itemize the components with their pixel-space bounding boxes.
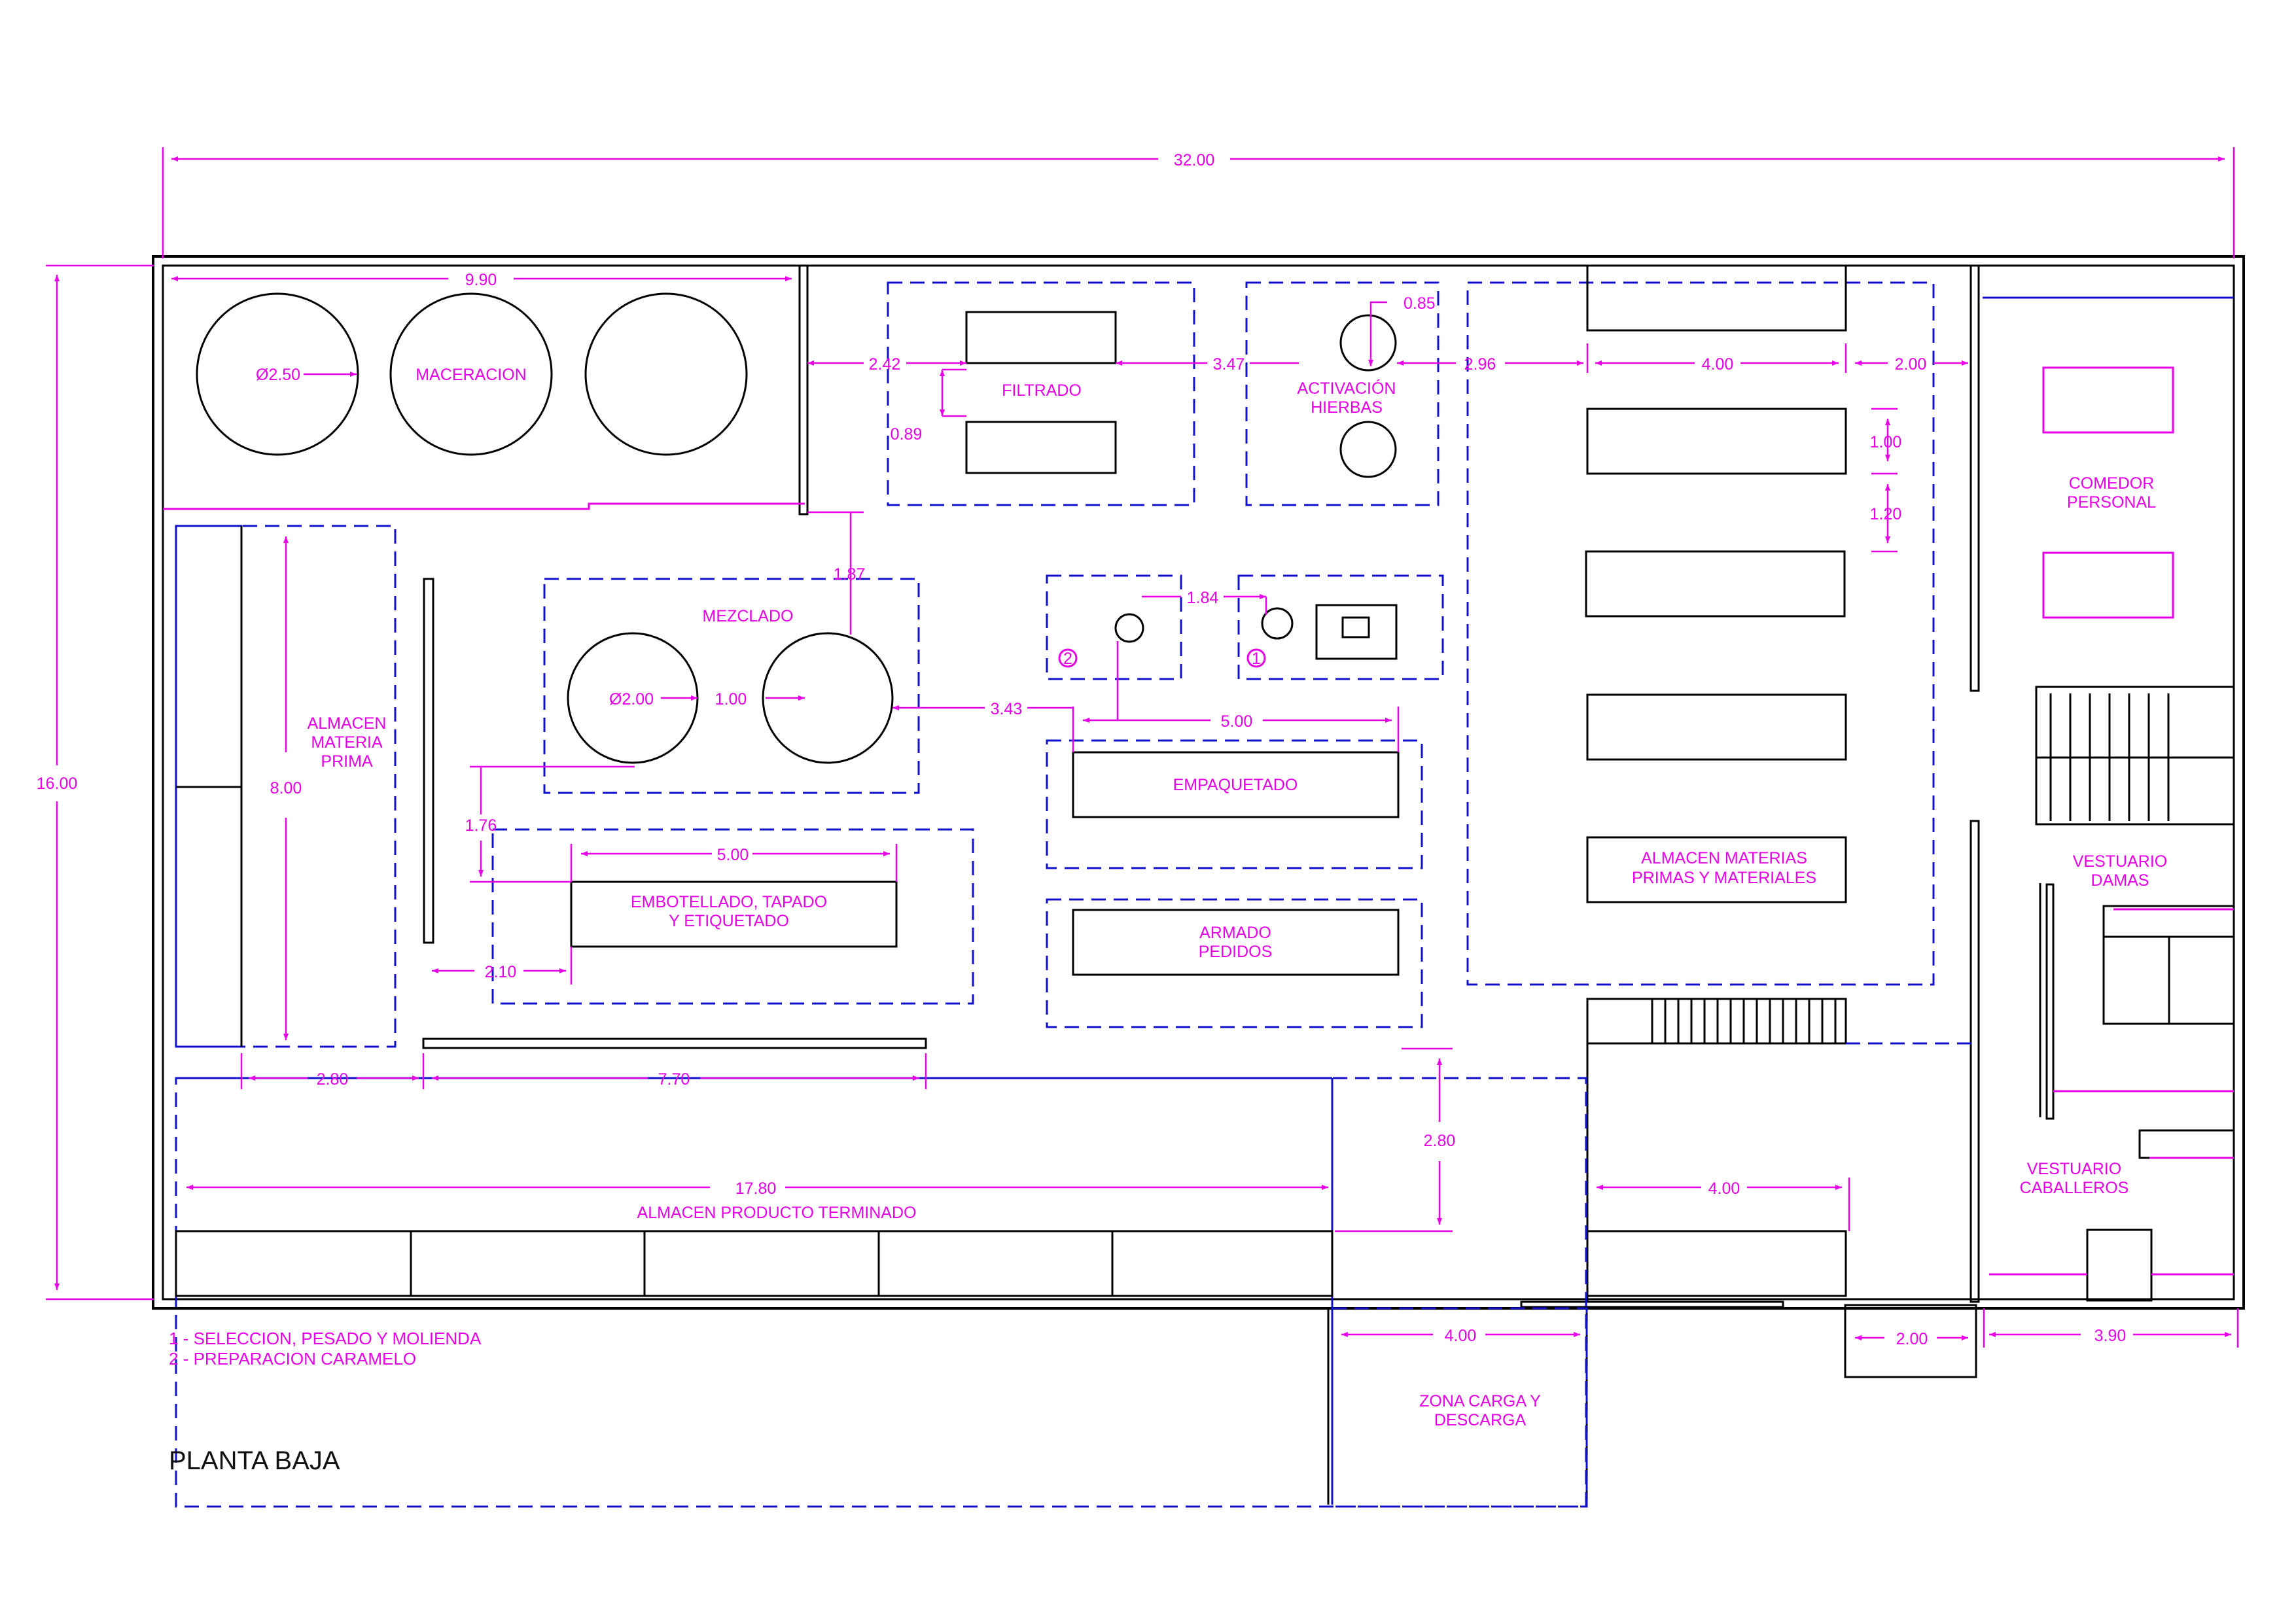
dim-0-89: 0.89 [891,425,923,444]
overall-dimensions: 32.00 9.90 16.00 [37,147,2235,1300]
dim-0-85: 0.85 [1404,294,1436,313]
dim-mixer-gap: 1.00 [715,690,747,708]
embotellado-area: EMBOTELLADO, TAPADO Y ETIQUETADO 5.00 1.… [432,765,974,1005]
zone-label-embotellado-2: Y ETIQUETADO [669,912,789,930]
zone-label-maceracion: MACERACION [415,366,526,384]
dim-7-70: 7.70 [658,1070,690,1089]
mezclado-area: MEZCLADO Ø2.00 1.00 1.87 [543,511,920,794]
dim-3-47: 3.47 [1213,355,1245,374]
maceration-tank-1 [196,292,359,456]
zone-label-comedor-2: PERSONAL [2067,493,2156,512]
vestuarios-area: VESTUARIO DAMAS VESTUARIO CABALLEROS [1989,686,2235,1302]
dim-1-76: 1.76 [465,816,497,835]
dim-17-80: 17.80 [735,1179,777,1198]
zone-label-vest-damas-2: DAMAS [2091,871,2149,890]
maceration-tank-3 [584,292,748,456]
dim-maceracion-width: 9.90 [465,271,497,289]
dim-2-10: 2.10 [485,963,517,981]
zone-label-activacion-2: HIERBAS [1311,398,1383,417]
drawing-title: PLANTA BAJA [169,1446,340,1475]
marker-2: 2 [1063,650,1072,668]
marker-1: 1 [1252,650,1261,668]
zone-label-embotellado-1: EMBOTELLADO, TAPADO [631,893,827,911]
zone-label-vest-damas-1: VESTUARIO [2073,852,2167,871]
dim-shelf-1-00: 1.00 [1870,433,1902,451]
zone-label-vest-cab-2: CABALLEROS [2020,1179,2129,1197]
zone-label-almacen-mp-1: ALMACEN [308,714,387,733]
zone-label-almacen-mat-2: PRIMAS Y MATERIALES [1632,869,1816,887]
zone-label-almacen-pt: ALMACEN PRODUCTO TERMINADO [637,1204,917,1222]
dim-2-96: 2.96 [1464,355,1496,374]
dim-1-84: 1.84 [1187,589,1219,607]
zone-label-zona-carga-1: ZONA CARGA Y [1419,1392,1541,1410]
legend: 1 - SELECCION, PESADO Y MOLIENDA 2 - PRE… [169,1329,482,1369]
zone-label-activacion-1: ACTIVACIÓN [1298,379,1396,398]
zone-label-empaquetado: EMPAQUETADO [1173,776,1298,794]
dim-1-87: 1.87 [834,565,866,584]
zone-label-filtrado: FILTRADO [1002,381,1082,400]
zone-label-zona-carga-2: DESCARGA [1434,1411,1527,1429]
zone-label-vest-cab-1: VESTUARIO [2027,1160,2121,1178]
comedor-area: COMEDOR PERSONAL [2042,366,2174,619]
dim-8-00: 8.00 [270,779,302,797]
top-dimensions: 2.42 3.47 2.96 4.00 2.00 [807,343,1968,374]
dim-tank-diameter: Ø2.50 [256,366,300,384]
dim-total-height: 16.00 [37,775,78,793]
dim-2-42: 2.42 [869,355,901,374]
dim-4-00-mid: 4.00 [1708,1179,1740,1198]
dim-2-80-v: 2.80 [1424,1132,1456,1150]
zone-label-almacen-mat-1: ALMACEN MATERIAS [1641,849,1807,867]
empaquetado-area: EMPAQUETADO ARMADO PEDIDOS 5.00 3.43 [892,641,1423,1028]
building-walls [152,255,2245,1505]
zone-label-mezclado: MEZCLADO [703,607,794,625]
zona-carga-area: 4.00 ZONA CARGA Y DESCARGA 2.00 3.90 [1331,1307,2239,1508]
legend-item-1: 1 - SELECCION, PESADO Y MOLIENDA [169,1329,482,1348]
activacion-area: ACTIVACIÓN HIERBAS 0.85 [1245,281,1439,506]
dim-2-00-top: 2.00 [1895,355,1927,374]
maceracion-area: MACERACION Ø2.50 [196,292,748,456]
zone-label-almacen-mp-2: MATERIA [311,733,383,752]
almacen-materia-prima-area: ALMACEN MATERIA PRIMA 8.00 [175,525,434,1048]
dim-4-00-top: 4.00 [1702,355,1734,374]
dim-shelf-1-20: 1.20 [1870,505,1902,523]
maceration-tank-2 [389,292,553,456]
dim-mixer-diameter: Ø2.00 [609,690,654,708]
dim-3-43: 3.43 [991,700,1023,718]
filtrado-area: FILTRADO 0.89 [887,281,1195,506]
zone-label-armado-2: PEDIDOS [1199,943,1273,961]
stair-treads [1651,999,1837,1043]
dim-4-00-bottom: 4.00 [1445,1327,1477,1345]
almacen-producto-terminado-area: ALMACEN PRODUCTO TERMINADO 17.80 2.80 7.… [175,1038,1850,1508]
zone-label-armado-1: ARMADO [1199,924,1271,942]
almacen-materiales-area: ALMACEN MATERIAS PRIMAS Y MATERIALES 1.0… [1466,264,1976,1302]
zone-label-comedor-1: COMEDOR [2069,474,2155,493]
dim-2-80-h: 2.80 [317,1070,349,1089]
legend-item-2: 2 - PREPARACION CARAMELO [169,1349,416,1369]
dim-5-00-emb: 5.00 [717,846,749,864]
preparacion-areas: 2 1 1.84 [1046,574,1444,680]
dim-2-00-bottom: 2.00 [1896,1330,1928,1348]
zone-label-almacen-mp-3: PRIMA [321,752,373,771]
dim-total-width: 32.00 [1174,151,1215,169]
dim-3-90: 3.90 [2094,1327,2127,1345]
dim-5-00-emp: 5.00 [1221,712,1253,731]
